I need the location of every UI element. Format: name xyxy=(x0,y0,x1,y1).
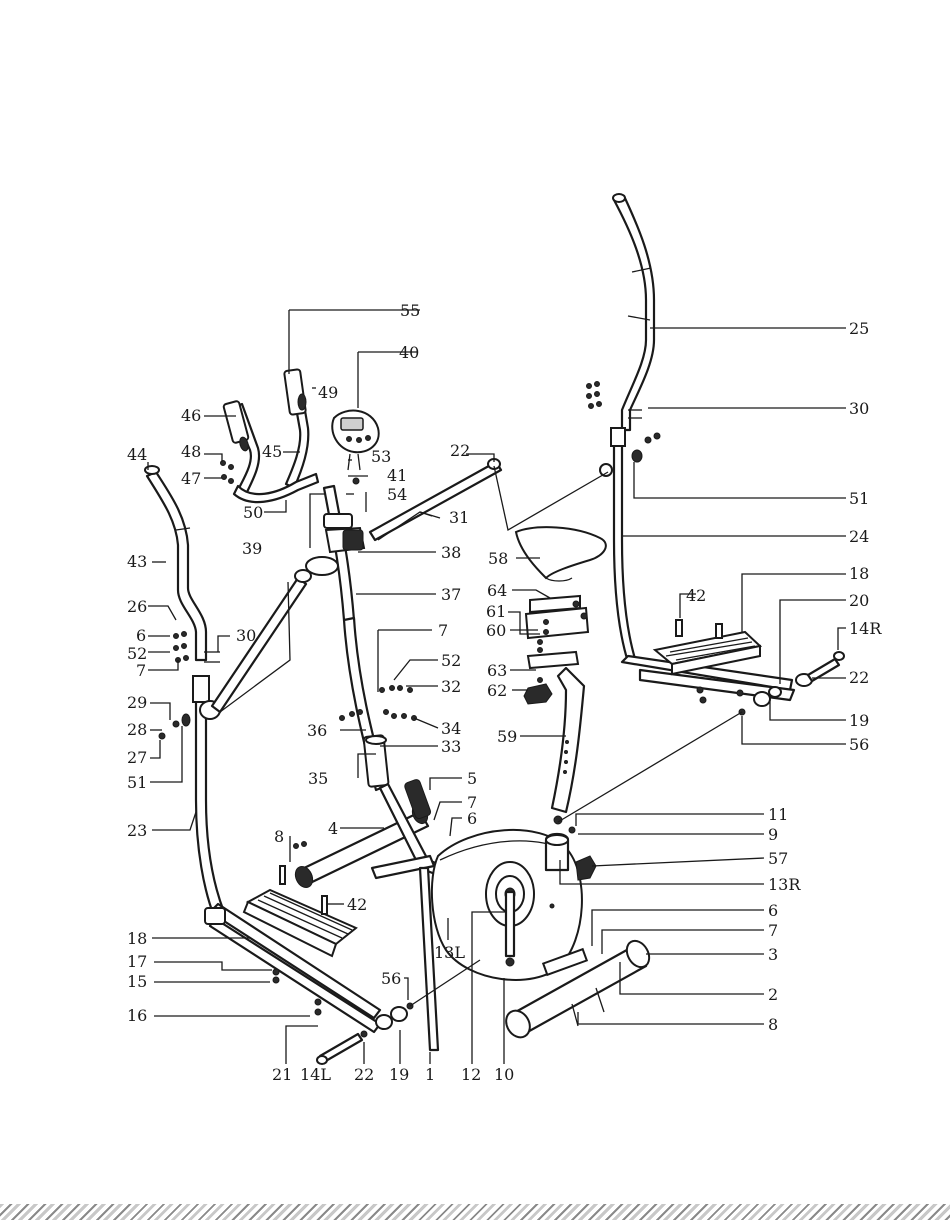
part-label-39: 39 xyxy=(242,539,262,558)
part-label-18-left: 18 xyxy=(127,929,147,948)
part-label-54: 54 xyxy=(387,485,407,504)
part-label-58: 58 xyxy=(488,549,508,568)
part-label-17: 17 xyxy=(127,952,147,971)
part-label-27: 27 xyxy=(127,748,147,767)
part-label-61: 61 xyxy=(486,602,506,621)
part-label-43: 43 xyxy=(127,552,147,571)
part-label-7-left: 7 xyxy=(136,661,146,680)
part-label-60: 60 xyxy=(486,621,506,640)
part-label-14R: 14R xyxy=(849,619,882,638)
part-label-37: 37 xyxy=(441,585,461,604)
part-label-13L: 13L xyxy=(434,943,465,962)
part-label-59: 59 xyxy=(497,727,517,746)
part-label-29: 29 xyxy=(127,693,147,712)
left-upper-handlebar xyxy=(145,466,206,660)
part-label-25: 25 xyxy=(849,319,869,338)
part-label-15: 15 xyxy=(127,972,147,991)
part-label-18-right: 18 xyxy=(849,564,869,583)
part-label-47: 47 xyxy=(181,469,201,488)
part-label-62: 62 xyxy=(487,681,507,700)
part-label-40: 40 xyxy=(399,343,419,362)
part-label-19-right: 19 xyxy=(849,711,869,730)
left-connecting-rod xyxy=(212,557,338,712)
part-label-46: 46 xyxy=(181,406,201,425)
part-label-22-top: 22 xyxy=(450,441,470,460)
part-label-23: 23 xyxy=(127,821,147,840)
seat-post xyxy=(546,668,596,880)
part-label-42-right: 42 xyxy=(686,586,706,605)
part-label-56-left: 56 xyxy=(381,969,401,988)
part-label-28: 28 xyxy=(127,720,147,739)
left-lower-arm xyxy=(159,632,224,917)
part-label-63: 63 xyxy=(487,661,507,680)
part-label-8-left: 8 xyxy=(274,827,284,846)
part-label-45: 45 xyxy=(262,442,282,461)
part-label-6-center: 6 xyxy=(467,809,477,828)
part-label-31: 31 xyxy=(449,508,469,527)
part-label-8-right: 8 xyxy=(768,1015,778,1034)
part-label-13R: 13R xyxy=(768,875,801,894)
seat xyxy=(516,527,606,581)
part-label-9: 9 xyxy=(768,825,778,844)
part-label-34: 34 xyxy=(441,719,461,738)
part-label-33: 33 xyxy=(441,737,461,756)
part-label-19-left: 19 xyxy=(389,1065,409,1084)
right-pedal-assembly xyxy=(622,620,844,715)
part-label-30-left: 30 xyxy=(236,626,256,645)
part-label-51-right: 51 xyxy=(849,489,869,508)
part-label-38: 38 xyxy=(441,543,461,562)
part-label-36: 36 xyxy=(307,721,327,740)
part-label-56-right: 56 xyxy=(849,735,869,754)
part-label-53: 53 xyxy=(371,447,391,466)
part-label-16: 16 xyxy=(127,1006,147,1025)
part-label-24: 24 xyxy=(849,527,869,546)
left-pedal-assembly xyxy=(205,866,413,1064)
part-label-22-bottom: 22 xyxy=(354,1065,374,1084)
part-label-42-left: 42 xyxy=(347,895,367,914)
part-label-1: 1 xyxy=(425,1065,435,1084)
part-label-35: 35 xyxy=(308,769,328,788)
part-label-64: 64 xyxy=(487,581,507,600)
part-label-57: 57 xyxy=(768,849,788,868)
part-label-22-right: 22 xyxy=(849,668,869,687)
part-label-3: 3 xyxy=(768,945,778,964)
center-handlebar xyxy=(221,369,319,502)
part-label-21: 21 xyxy=(272,1065,292,1084)
decorative-footer-border xyxy=(0,1204,950,1220)
part-label-10: 10 xyxy=(494,1065,514,1084)
part-label-52-center: 52 xyxy=(441,651,461,670)
right-upper-handlebar xyxy=(613,194,654,430)
part-label-6-left: 6 xyxy=(136,626,146,645)
part-label-48: 48 xyxy=(181,442,201,461)
part-label-20: 20 xyxy=(849,591,869,610)
part-label-11: 11 xyxy=(768,805,788,824)
part-label-49: 49 xyxy=(318,383,338,402)
part-label-26: 26 xyxy=(127,597,147,616)
part-label-41: 41 xyxy=(387,466,407,485)
part-label-6-right: 6 xyxy=(768,901,778,920)
part-label-7-right: 7 xyxy=(768,921,778,940)
part-label-4: 4 xyxy=(328,819,338,838)
part-label-32: 32 xyxy=(441,677,461,696)
part-label-55: 55 xyxy=(400,301,420,320)
part-label-30-right: 30 xyxy=(849,399,869,418)
part-label-2: 2 xyxy=(768,985,778,1004)
part-label-7-center: 7 xyxy=(438,621,448,640)
part-label-44: 44 xyxy=(127,445,147,464)
part-label-12: 12 xyxy=(461,1065,481,1084)
part-label-5: 5 xyxy=(467,769,477,788)
part-label-50: 50 xyxy=(243,503,263,522)
part-label-14L: 14L xyxy=(300,1065,331,1084)
part-label-51-left: 51 xyxy=(127,773,147,792)
